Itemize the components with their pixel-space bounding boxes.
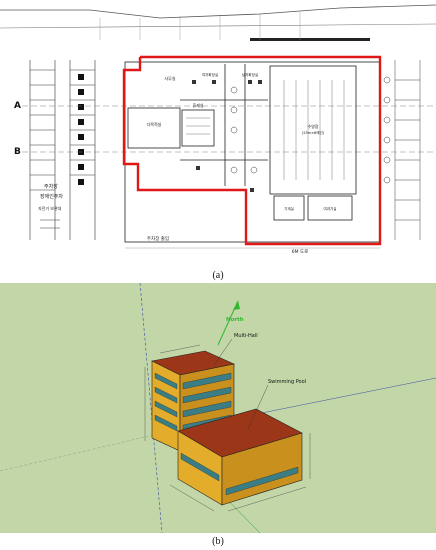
room-filter: 여과기실 [324,206,337,211]
target-building-outline [122,55,382,246]
room-toilet-w: 여자화장실 [202,72,218,77]
section-mark-b: B [14,147,21,157]
swimming-pool-label: Swimming Pool [268,379,306,385]
panel-a-floor-plan: A B 다목적실 휴게실 사무실 여자화장실 남자화장실 수영장 (25m× [0,0,436,270]
room-pump: 기계실 [284,206,294,211]
axis-blue [139,282,163,534]
label-side-note-1: 주차장 [44,183,58,190]
model-drawing: North Multi-H [0,282,436,534]
label-road-bottom: 6M 도로 [292,249,308,255]
panel-b-3d-model: North Multi-H [0,282,436,534]
label-parking-bottom: 주차장 출입 [147,235,169,242]
room-toilet-m: 남자화장실 [242,72,258,77]
north-label: North [226,317,244,323]
room-office: 사무실 [164,75,175,81]
label-side-note-2: 장애인주차 [40,193,63,200]
multi-hall-label: Multi-Hall [234,333,258,339]
room-pool: 수영장 [307,123,318,129]
room-lounge: 휴게실 [192,102,203,108]
section-mark-a: A [14,101,21,111]
room-pool-sub: (25m×6레인) [302,130,325,135]
caption-a: (a) [212,270,224,281]
floor-plan-drawing: A B 다목적실 휴게실 사무실 여자화장실 남자화장실 수영장 (25m× [0,0,436,270]
caption-b: (b) [212,536,224,547]
north-arrow-head [233,301,240,310]
swimming-pool-building [177,408,303,506]
room-multi-hall: 다목적실 [147,121,162,127]
label-side-note-3: 자전거 보관대 [38,205,62,211]
